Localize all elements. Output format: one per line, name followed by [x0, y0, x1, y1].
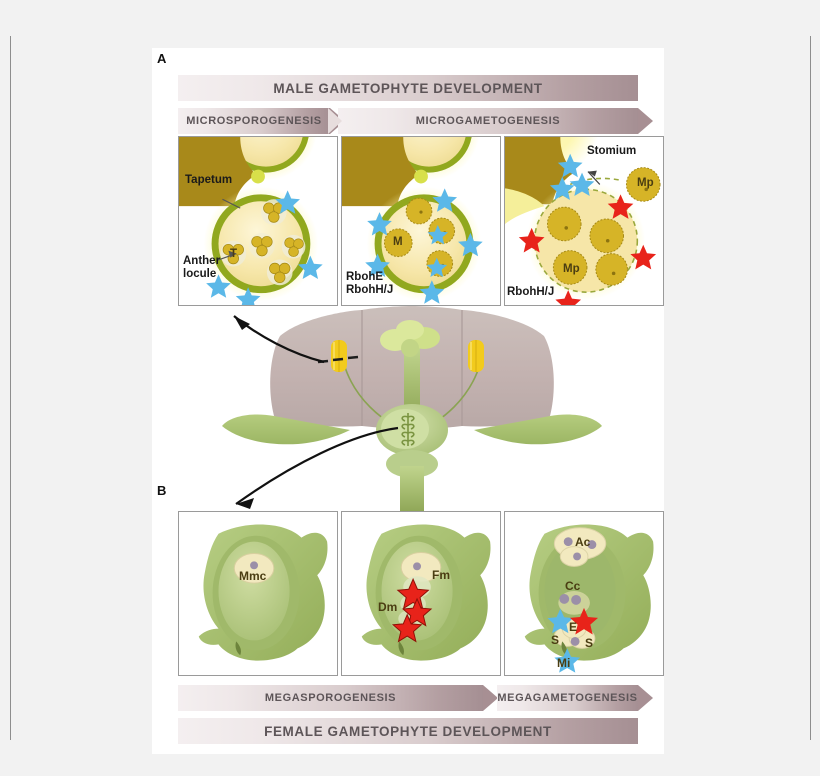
anther-stage-3-illustration [505, 137, 663, 305]
banner-megagametogenesis-label: MEGAGAMETOGENESIS [497, 692, 638, 704]
chevron-divider-icon [328, 108, 342, 134]
anther-stage-2-frame: M RbohE RbohH/J [341, 136, 501, 306]
banner-microsporogenesis: MICROSPOROGENESIS [178, 108, 345, 134]
banner-megasporogenesis: MEGASPOROGENESIS [178, 685, 498, 711]
ovule-stage-3-frame: Ac Cc S E S Mi [504, 511, 664, 676]
figure-canvas: A B MALE GAMETOPHYTE DEVELOPMENT MICROSP… [152, 48, 664, 754]
ovule-stage-2-illustration [342, 512, 500, 675]
banner-female-label: FEMALE GAMETOPHYTE DEVELOPMENT [264, 723, 552, 739]
banner-male-gametophyte-development: MALE GAMETOPHYTE DEVELOPMENT [178, 75, 638, 101]
panel-label-a: A [157, 51, 167, 66]
ovule-stage-2-frame: Fm Dm [341, 511, 501, 676]
anther-stage-3-frame: Stomium Mp Mp RbohH/J [504, 136, 664, 306]
banner-megagametogenesis: MEGAGAMETOGENESIS [497, 685, 653, 711]
anther-stage-2-illustration [342, 137, 500, 305]
right-page-rule [810, 36, 811, 740]
banner-microgametogenesis: MICROGAMETOGENESIS [338, 108, 653, 134]
banner-male-label: MALE GAMETOPHYTE DEVELOPMENT [273, 80, 543, 96]
banner-microgametogenesis-label: MICROGAMETOGENESIS [415, 115, 561, 127]
banner-microsporogenesis-label: MICROSPOROGENESIS [186, 115, 322, 127]
ovule-stage-3-illustration [505, 512, 663, 675]
flower-illustration [222, 306, 602, 512]
anther-stage-1-frame: Tapetum Anther locule T [178, 136, 338, 306]
banner-megasporogenesis-label: MEGASPOROGENESIS [264, 692, 397, 704]
arrow-ovule-callout [235, 426, 399, 509]
ovule-stage-1-frame: Mmc [178, 511, 338, 676]
ovule-stage-1-illustration [179, 512, 337, 675]
banner-female-gametophyte-development: FEMALE GAMETOPHYTE DEVELOPMENT [178, 718, 638, 744]
anther-stage-1-illustration [179, 137, 337, 305]
arrow-anther-callout [233, 315, 325, 364]
anther-right [468, 340, 484, 372]
anther-left [331, 340, 347, 372]
panel-label-b: B [157, 483, 167, 498]
left-page-rule [10, 36, 11, 740]
flower-diagram [212, 306, 612, 514]
